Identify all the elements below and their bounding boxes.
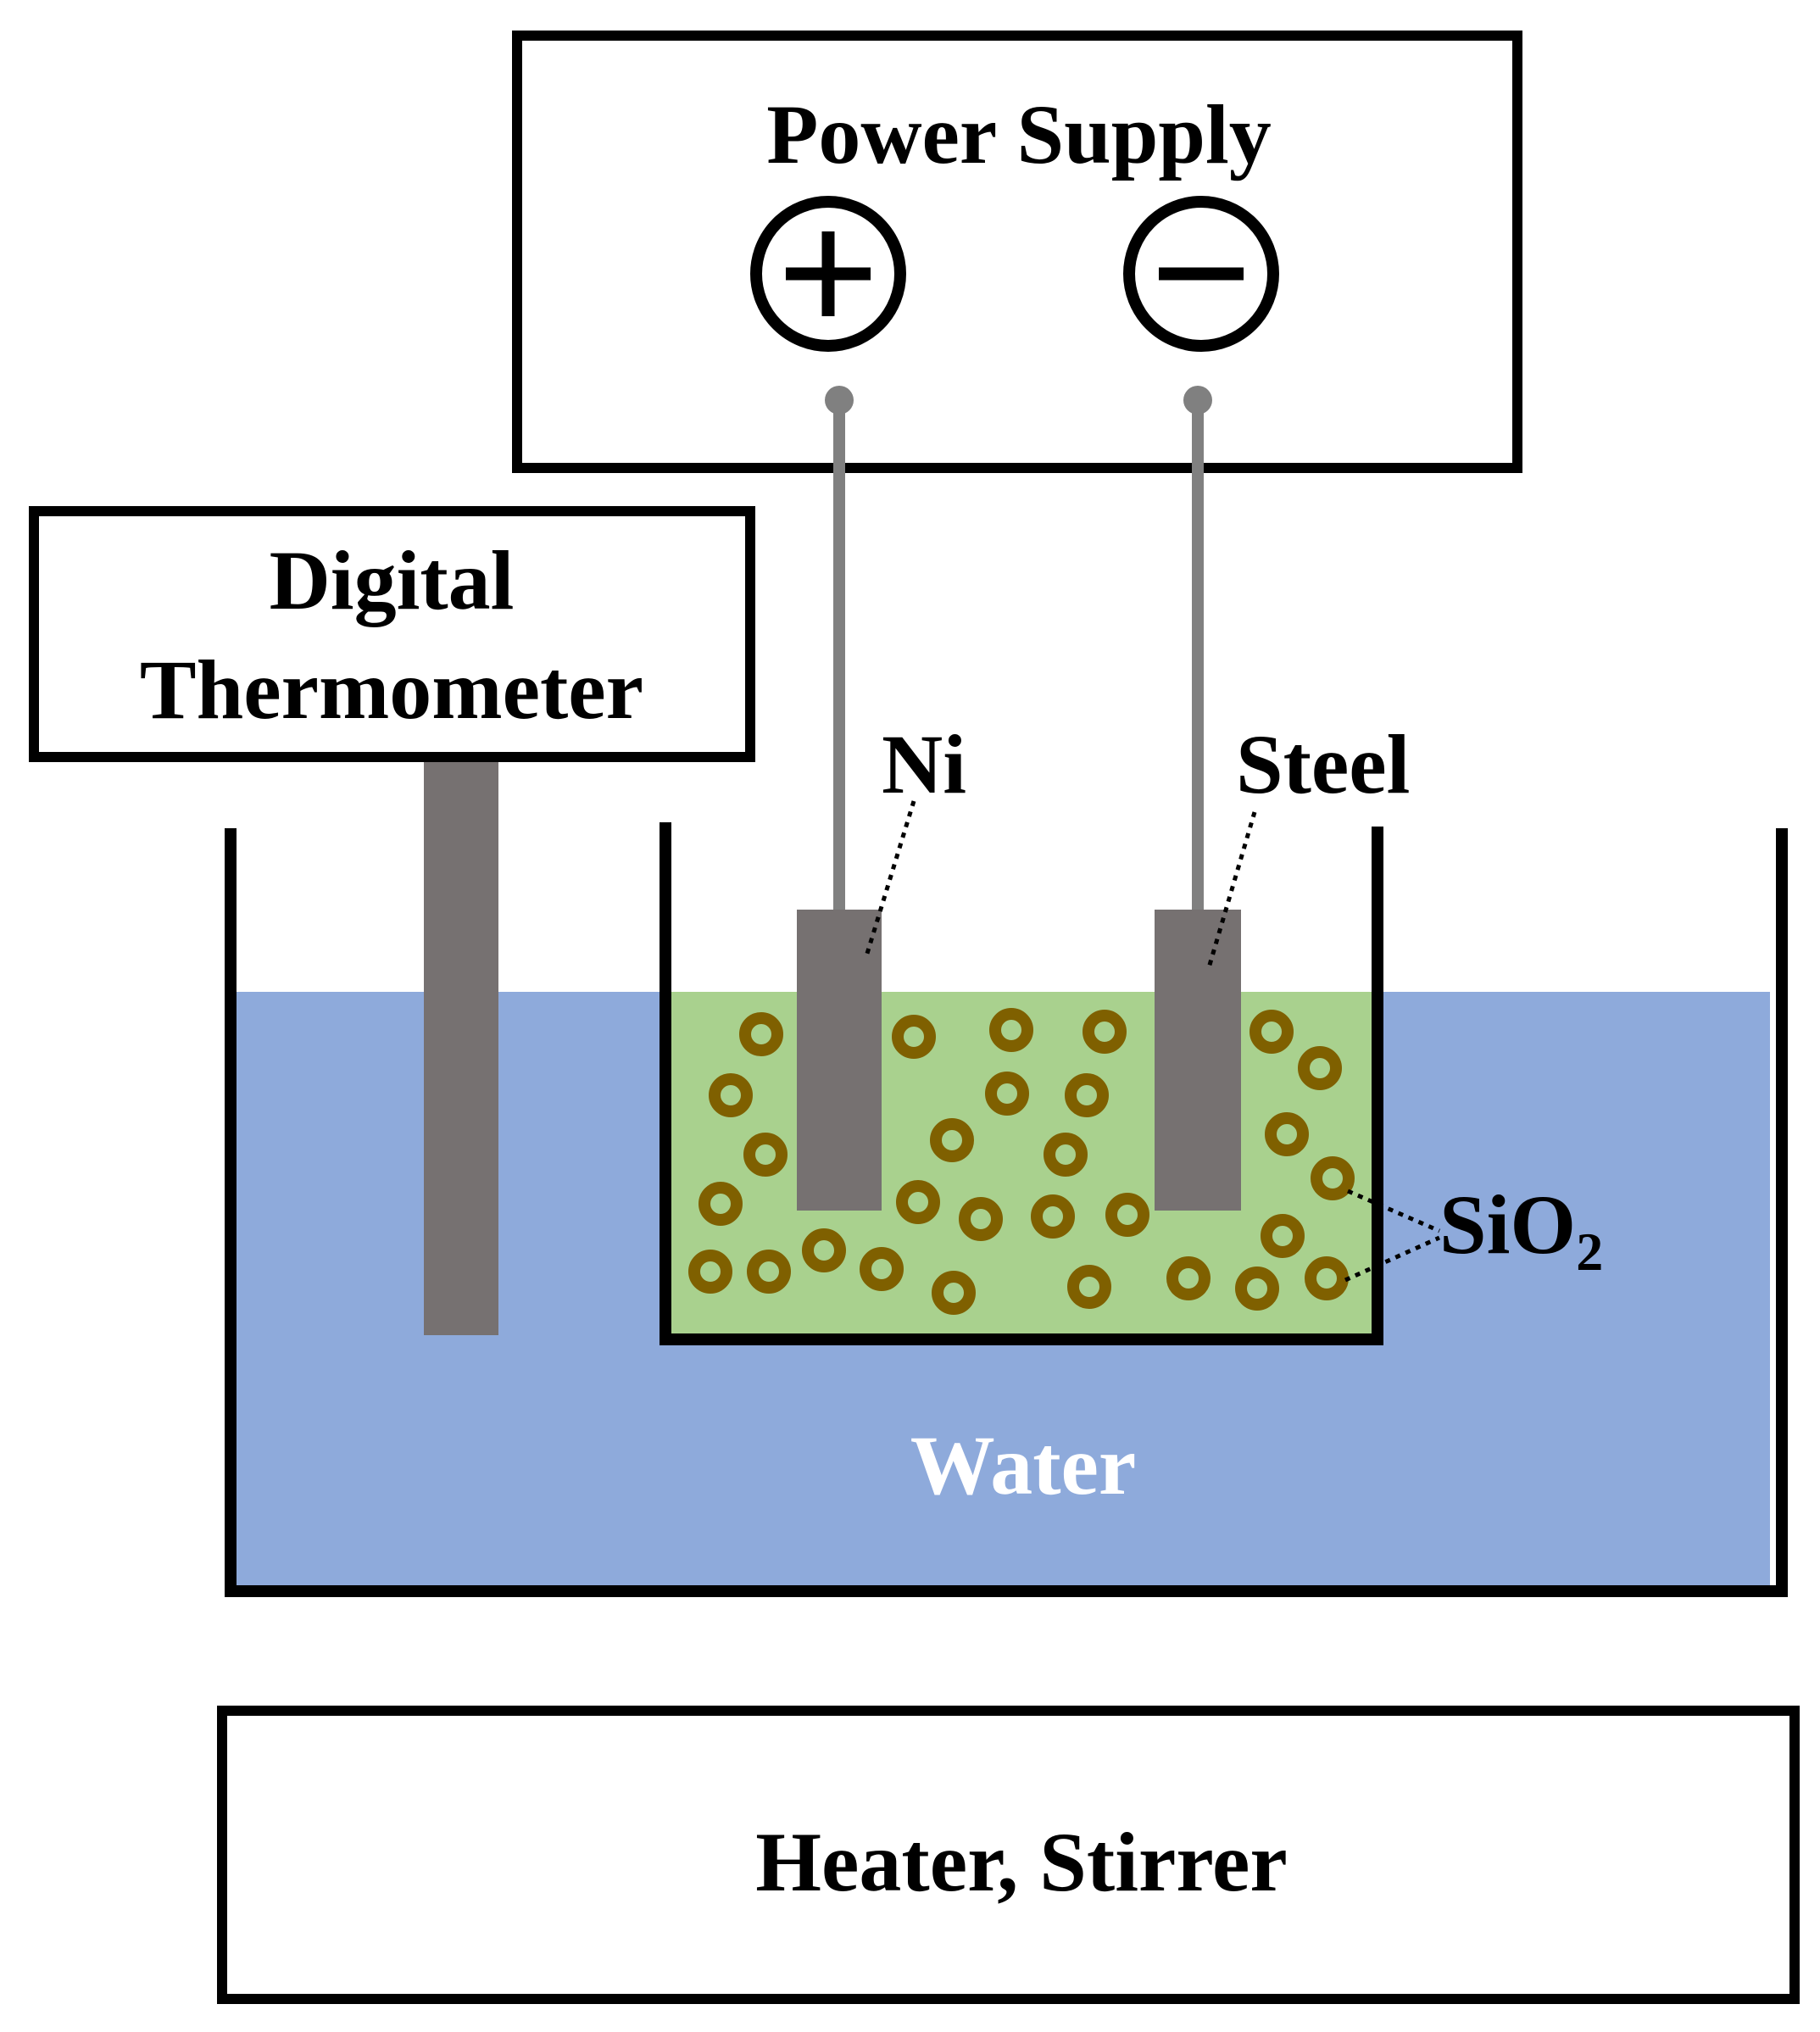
sio2-particle	[1083, 1010, 1127, 1054]
sio2-particle	[1235, 1267, 1279, 1311]
sio2-particle	[1250, 1010, 1294, 1054]
sio2-particle	[1298, 1046, 1342, 1090]
water-bath-vessel	[225, 828, 1788, 1597]
thermometer-label-line1: Digital	[270, 533, 515, 627]
heater-stirrer-box	[217, 1706, 1800, 2004]
sio2-particle	[699, 1182, 743, 1226]
sio2-particle	[739, 1012, 783, 1056]
sio2-label-subscript: 2	[1576, 1222, 1603, 1282]
power-supply-title: Power Supply	[766, 87, 1272, 181]
sio2-particle	[1067, 1265, 1111, 1309]
sio2-particle	[989, 1008, 1033, 1052]
sio2-particle	[860, 1247, 904, 1291]
digital-thermometer-box	[29, 506, 755, 762]
sio2-particle	[892, 1015, 936, 1059]
sio2-particle	[688, 1250, 732, 1294]
sio2-particle	[1065, 1073, 1109, 1117]
thermometer-label-line2: Thermometer	[140, 643, 643, 737]
sio2-particle	[1166, 1256, 1211, 1300]
sio2-particle	[959, 1197, 1003, 1241]
sio2-particle	[747, 1250, 791, 1294]
nickel-anode	[797, 910, 882, 1211]
steel-cathode	[1155, 910, 1241, 1211]
sio2-particle	[1265, 1112, 1309, 1156]
sio2-particle	[1031, 1194, 1075, 1239]
sio2-particle	[932, 1271, 976, 1315]
sio2-particle	[930, 1118, 974, 1162]
cathode-label: Steel	[1236, 717, 1410, 811]
anode-wire-connector	[825, 386, 854, 415]
sio2-particle	[985, 1072, 1029, 1116]
sio2-label: SiO2	[1439, 1177, 1603, 1282]
thermometer-probe	[424, 754, 498, 1335]
inner-beaker	[660, 822, 1383, 1345]
sio2-particle	[1044, 1133, 1088, 1177]
anode-leader	[864, 800, 916, 957]
power-supply-box	[512, 31, 1522, 473]
sio2-particle	[1105, 1193, 1149, 1237]
sio2-particle	[896, 1180, 940, 1224]
sio2-particle	[743, 1133, 788, 1177]
heater-stirrer-label: Heater, Stirrer	[755, 1815, 1288, 1909]
positive-terminal	[750, 196, 906, 352]
sio2-particle	[1311, 1156, 1355, 1200]
sio2-particles	[688, 1008, 1355, 1315]
sio2-label-base: SiO	[1439, 1177, 1576, 1272]
sio2-particle	[802, 1228, 846, 1272]
sio2-particle	[709, 1073, 753, 1117]
sio2-particle	[1261, 1214, 1305, 1258]
anode-label: Ni	[882, 717, 966, 811]
negative-terminal	[1123, 196, 1279, 352]
sio2-particle	[1305, 1256, 1349, 1300]
water-label: Water	[910, 1418, 1137, 1512]
cathode-wire-connector	[1183, 386, 1212, 415]
